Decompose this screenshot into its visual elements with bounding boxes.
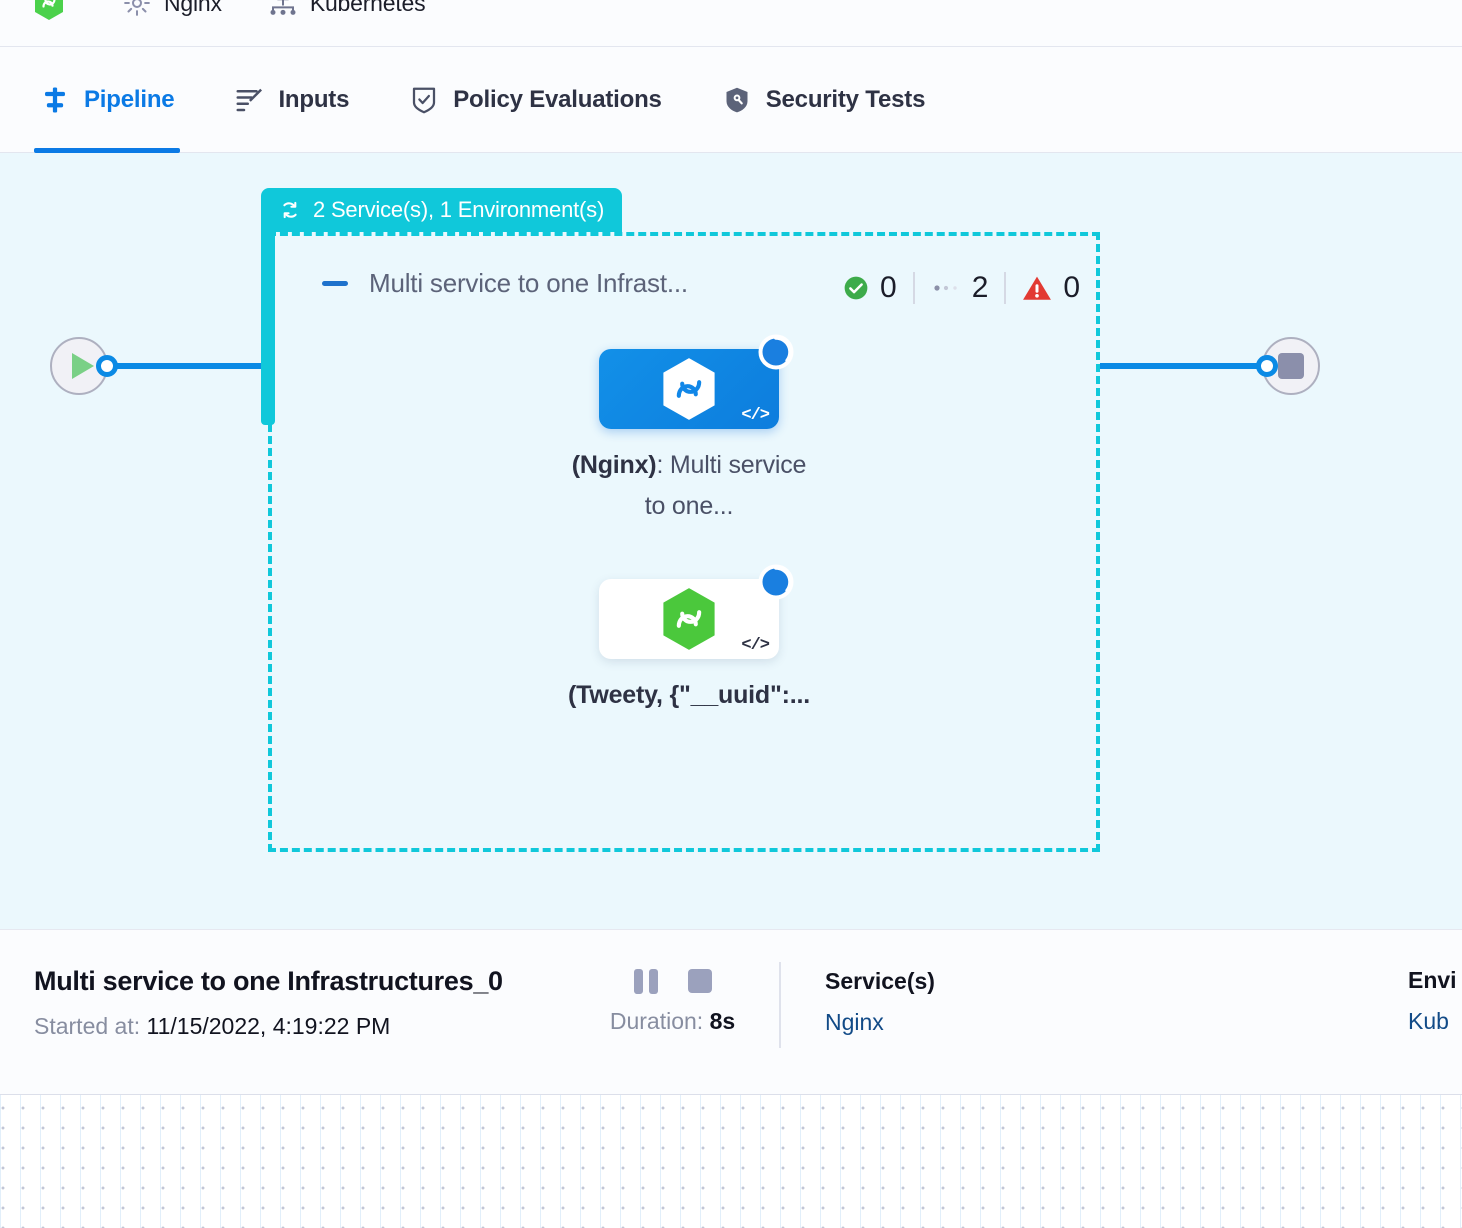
service-node-nginx[interactable]: </> (Nginx): Multi service to one... <box>572 334 814 526</box>
pipeline-icon <box>45 87 65 112</box>
harness-hexagon-logo-green <box>663 588 715 650</box>
environments-header: Envi <box>1408 967 1457 993</box>
status-divider <box>912 272 915 304</box>
status-running-count: 2 <box>971 271 989 304</box>
started-label: Started at: <box>34 1013 141 1039</box>
breadcrumb-item-label: Kubernetes <box>309 0 426 16</box>
running-spinner-icon <box>758 334 794 370</box>
breadcrumb-item-logo[interactable] <box>34 0 76 20</box>
step-group-badge-label: 2 Service(s), 1 Environment(s) <box>313 197 605 222</box>
execution-controls: Duration: 8s <box>580 930 765 1035</box>
info-divider <box>779 962 781 1048</box>
running-spinner-icon <box>758 564 794 600</box>
services-header: Service(s) <box>825 968 935 994</box>
group-left-bar <box>261 225 275 425</box>
gear-icon <box>124 0 150 16</box>
status-success: 0 <box>843 273 897 303</box>
tab-security-tests[interactable]: Security Tests <box>718 47 930 153</box>
execution-started: Started at: 11/15/2022, 4:19:22 PM <box>34 1013 580 1040</box>
execution-duration: Duration: 8s <box>610 1008 735 1035</box>
stop-icon <box>1278 353 1304 379</box>
status-failed: 0 <box>1022 273 1080 303</box>
collapse-dash-icon[interactable] <box>322 281 348 286</box>
stop-button[interactable] <box>687 969 712 993</box>
execution-summary: Multi service to one Infrastructures_0 S… <box>0 930 580 1040</box>
step-group-box[interactable] <box>268 232 1100 852</box>
status-failed-count: 0 <box>1063 271 1081 304</box>
harness-hexagon-logo <box>35 0 63 20</box>
environments-value[interactable]: Kub <box>1408 1008 1449 1034</box>
services-value[interactable]: Nginx <box>825 1009 884 1035</box>
warning-triangle-icon <box>1023 276 1052 300</box>
pause-button[interactable] <box>633 968 658 994</box>
breadcrumb-item-kubernetes[interactable]: Kubernetes <box>268 0 426 18</box>
tab-bar: Pipeline Inputs Policy Evaluations <box>0 47 1462 153</box>
service-node-label-rest: : Multi service to one... <box>644 451 807 520</box>
service-node-card[interactable]: </> <box>599 564 794 659</box>
step-group-status: 0 2 0 <box>843 272 1080 304</box>
step-group-title: Multi service to one Infrast... <box>369 268 688 298</box>
service-node-card[interactable]: </> <box>599 334 794 429</box>
duration-label: Duration: <box>609 1008 704 1034</box>
loop-strategy-icon <box>283 201 297 219</box>
pipeline-canvas[interactable] <box>0 153 1462 929</box>
execution-title: Multi service to one Infrastructures_0 <box>34 966 503 996</box>
status-running: 2 <box>931 271 989 304</box>
step-group-header[interactable]: Multi service to one Infrast... <box>322 268 688 299</box>
service-node-label-bold: (Nginx) <box>571 451 657 479</box>
started-value: 11/15/2022, 4:19:22 PM <box>146 1013 391 1039</box>
tab-policy-evaluations[interactable]: Policy Evaluations <box>405 47 665 153</box>
breadcrumb: Nginx Kubernetes <box>0 0 1462 47</box>
service-node-label: (Nginx): Multi service to one... <box>564 445 814 526</box>
services-column: Service(s) Nginx <box>781 930 935 1036</box>
environments-column: Envi Kub <box>1408 929 1457 1035</box>
status-success-count: 0 <box>880 271 897 304</box>
service-node-label-bold: (Tweety, {"__uuid":... <box>567 681 811 709</box>
tab-label: Policy Evaluations <box>453 85 662 113</box>
tab-label: Pipeline <box>84 85 175 113</box>
start-node-port[interactable] <box>96 355 118 377</box>
running-dots-icon <box>934 285 957 291</box>
status-divider <box>1004 272 1007 304</box>
tab-label: Inputs <box>278 85 350 113</box>
log-canvas-grid[interactable] <box>0 1095 1462 1228</box>
harness-hexagon-logo-white <box>663 358 715 420</box>
start-node[interactable] <box>50 337 108 395</box>
success-check-icon <box>844 276 868 300</box>
end-node-port[interactable] <box>1256 355 1278 377</box>
connector-start-to-group <box>110 363 268 369</box>
inputs-icon <box>236 88 263 111</box>
play-icon <box>71 353 94 379</box>
code-brackets-icon: </> <box>741 406 770 425</box>
step-group-badge[interactable]: 2 Service(s), 1 Environment(s) <box>261 188 623 232</box>
service-node-tweety[interactable]: </> (Tweety, {"__uuid":... <box>568 564 814 716</box>
kubernetes-nodes-icon <box>270 0 296 15</box>
policy-shield-icon <box>413 87 436 113</box>
connector-group-to-end <box>1100 363 1262 369</box>
code-brackets-icon: </> <box>741 636 770 655</box>
execution-info-bar: Multi service to one Infrastructures_0 S… <box>0 929 1462 1095</box>
service-node-label: (Tweety, {"__uuid":... <box>564 675 814 716</box>
security-shield-icon <box>726 87 748 112</box>
duration-value: 8s <box>709 1008 736 1034</box>
breadcrumb-item-nginx[interactable]: Nginx <box>122 0 222 18</box>
tab-pipeline[interactable]: Pipeline <box>33 47 181 153</box>
breadcrumb-item-label: Nginx <box>164 0 222 16</box>
tab-inputs[interactable]: Inputs <box>230 47 353 153</box>
tab-label: Security Tests <box>765 85 926 113</box>
